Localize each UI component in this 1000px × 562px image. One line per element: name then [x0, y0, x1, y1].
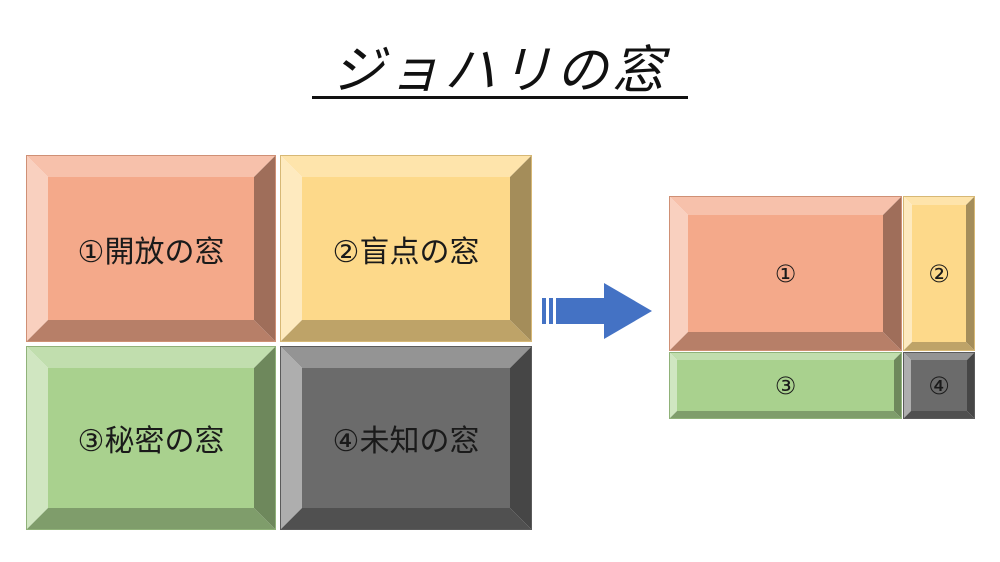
bevel-frame: [26, 155, 276, 342]
bevel-right: [254, 155, 276, 342]
bevel-frame: [903, 196, 975, 351]
bevel-bottom: [26, 508, 276, 530]
diagram-title: ジョハリの窓: [331, 40, 668, 101]
blind-window-box-resized: ②: [903, 196, 975, 351]
unknown-window-box-resized: ④: [903, 352, 975, 419]
right-arrow-icon: [542, 283, 652, 339]
hidden-window-label-resized: ③: [774, 371, 797, 400]
bevel-top: [669, 352, 902, 360]
open-window-box: ①開放の窓: [26, 155, 276, 342]
bevel-right: [966, 196, 975, 351]
bevel-left: [280, 155, 302, 342]
bevel-left: [26, 155, 48, 342]
bevel-bottom: [669, 411, 902, 419]
bevel-bottom: [280, 508, 532, 530]
bevel-border: [280, 346, 532, 530]
bevel-bottom: [903, 411, 975, 419]
bevel-top: [280, 155, 532, 177]
bevel-border: [903, 196, 975, 351]
blind-window-label: ②盲点の窓: [332, 234, 480, 270]
bevel-top: [26, 346, 276, 368]
open-window-label-resized: ①: [774, 259, 797, 288]
bevel-top: [280, 346, 532, 368]
unknown-window-label-resized: ④: [928, 371, 950, 400]
bevel-left: [903, 196, 912, 351]
bevel-face: [48, 177, 254, 320]
blind-window-label-resized: ②: [928, 259, 950, 288]
unknown-window-label: ④未知の窓: [332, 424, 480, 459]
bevel-right: [254, 346, 276, 530]
bevel-face: [911, 360, 967, 411]
bevel-right: [967, 352, 975, 419]
open-window-box-resized: ①: [669, 196, 902, 351]
blind-window-box: ②盲点の窓: [280, 155, 532, 342]
bevel-right: [510, 155, 532, 342]
bevel-left: [669, 352, 677, 419]
open-window-label: ①開放の窓: [77, 234, 225, 270]
bevel-border: [26, 346, 276, 530]
unknown-window-box: ④未知の窓: [280, 346, 532, 530]
bevel-frame: [280, 346, 532, 530]
bevel-frame: [280, 155, 532, 342]
bevel-face: [912, 205, 966, 342]
bevel-left: [903, 352, 911, 419]
bevel-border: [669, 352, 902, 419]
bevel-face: [48, 368, 254, 508]
bevel-top: [903, 352, 975, 360]
bevel-bottom: [26, 320, 276, 342]
hidden-window-box-resized: ③: [669, 352, 902, 419]
bevel-left: [26, 346, 48, 530]
bevel-border: [280, 155, 532, 342]
bevel-right: [883, 196, 902, 351]
bevel-top: [26, 155, 276, 177]
bevel-frame: [903, 352, 975, 419]
bevel-bottom: [280, 320, 532, 342]
bevel-border: [903, 352, 975, 419]
bevel-border: [669, 196, 902, 351]
bevel-frame: [26, 346, 276, 530]
bevel-top: [903, 196, 975, 205]
bevel-face: [302, 177, 510, 320]
bevel-right: [894, 352, 902, 419]
hidden-window-box: ③秘密の窓: [26, 346, 276, 530]
bevel-frame: [669, 196, 902, 351]
bevel-frame: [669, 352, 902, 419]
bevel-left: [669, 196, 688, 351]
bevel-left: [280, 346, 302, 530]
bevel-bottom: [669, 332, 902, 351]
title-underline: [312, 96, 688, 99]
bevel-face: [302, 368, 510, 508]
bevel-face: [677, 360, 894, 411]
bevel-right: [510, 346, 532, 530]
bevel-border: [26, 155, 276, 342]
bevel-face: [688, 215, 883, 332]
hidden-window-label: ③秘密の窓: [77, 424, 225, 459]
bevel-top: [669, 196, 902, 215]
bevel-bottom: [903, 342, 975, 351]
